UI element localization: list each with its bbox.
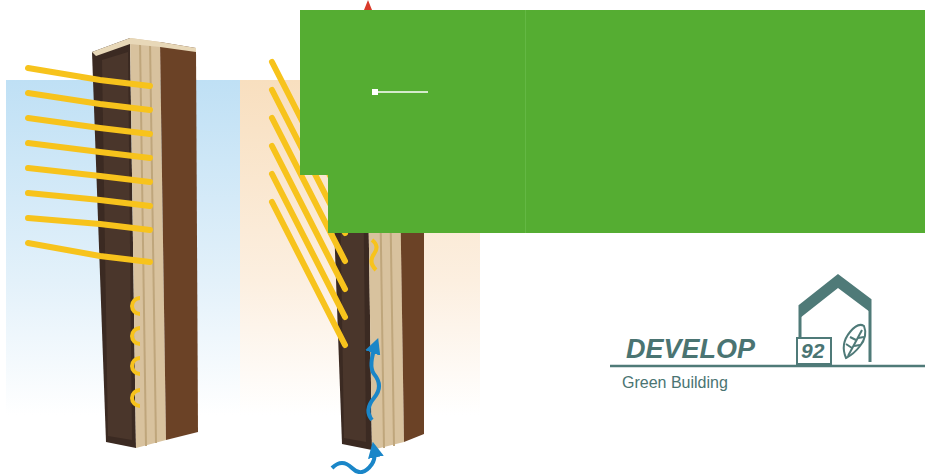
moisture-arrow [368,344,379,420]
logo-mark [610,276,925,366]
moisture-arrow [332,448,375,472]
left-wall [92,38,198,448]
sun-rays [28,68,150,262]
heat-curl [371,240,376,270]
logo-tagline: Green Building [622,375,728,391]
green-panel [300,10,925,233]
red-marker [364,0,372,10]
logo-number: 92 [801,340,824,361]
logo-wordmark: DEVELOP [626,336,755,363]
heat-curls [132,298,140,406]
